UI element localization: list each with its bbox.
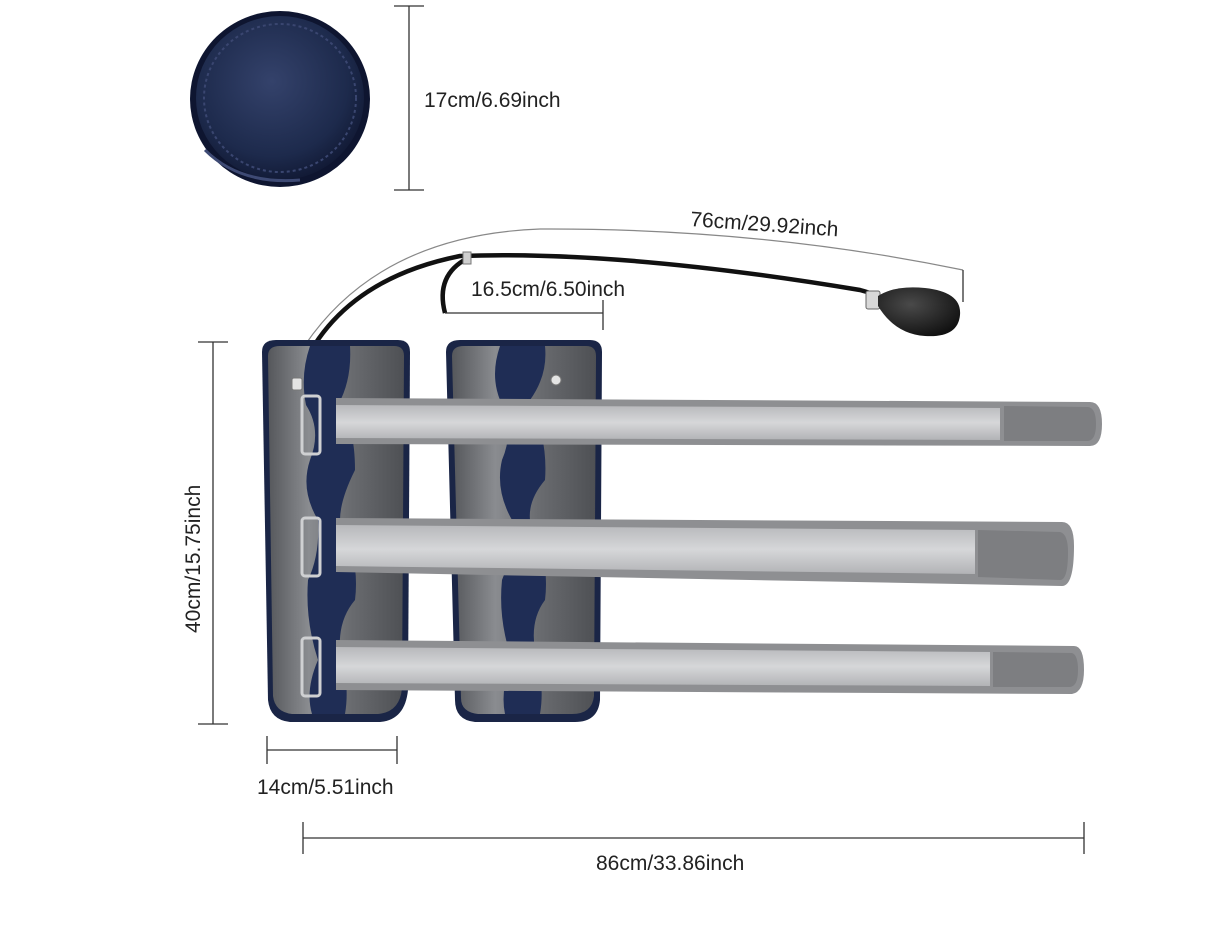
panel-width-dimension: 14cm/5.51inch xyxy=(257,736,398,799)
hose-length-label: 76cm/29.92inch xyxy=(690,208,840,241)
round-pad xyxy=(190,11,370,187)
panel-width-label: 14cm/5.51inch xyxy=(257,776,394,799)
strap-middle xyxy=(336,518,1074,586)
hose-segment-label: 16.5cm/6.50inch xyxy=(471,278,625,301)
hose-assembly xyxy=(297,228,964,373)
total-length-label: 86cm/33.86inch xyxy=(596,852,744,875)
panel-height-dimension: 40cm/15.75inch xyxy=(182,341,228,725)
pump-bulb-icon xyxy=(878,287,961,337)
strap-top xyxy=(336,398,1102,446)
pad-diameter-dimension: 17cm/6.69inch xyxy=(394,5,561,191)
panel-height-label: 40cm/15.75inch xyxy=(182,485,205,633)
strap-bottom xyxy=(336,640,1084,694)
pad-diameter-label: 17cm/6.69inch xyxy=(424,89,561,112)
hose-segment-dimension: 16.5cm/6.50inch xyxy=(445,278,625,330)
buckle-icon xyxy=(300,394,322,698)
total-length-dimension: 86cm/33.86inch xyxy=(302,822,1085,875)
